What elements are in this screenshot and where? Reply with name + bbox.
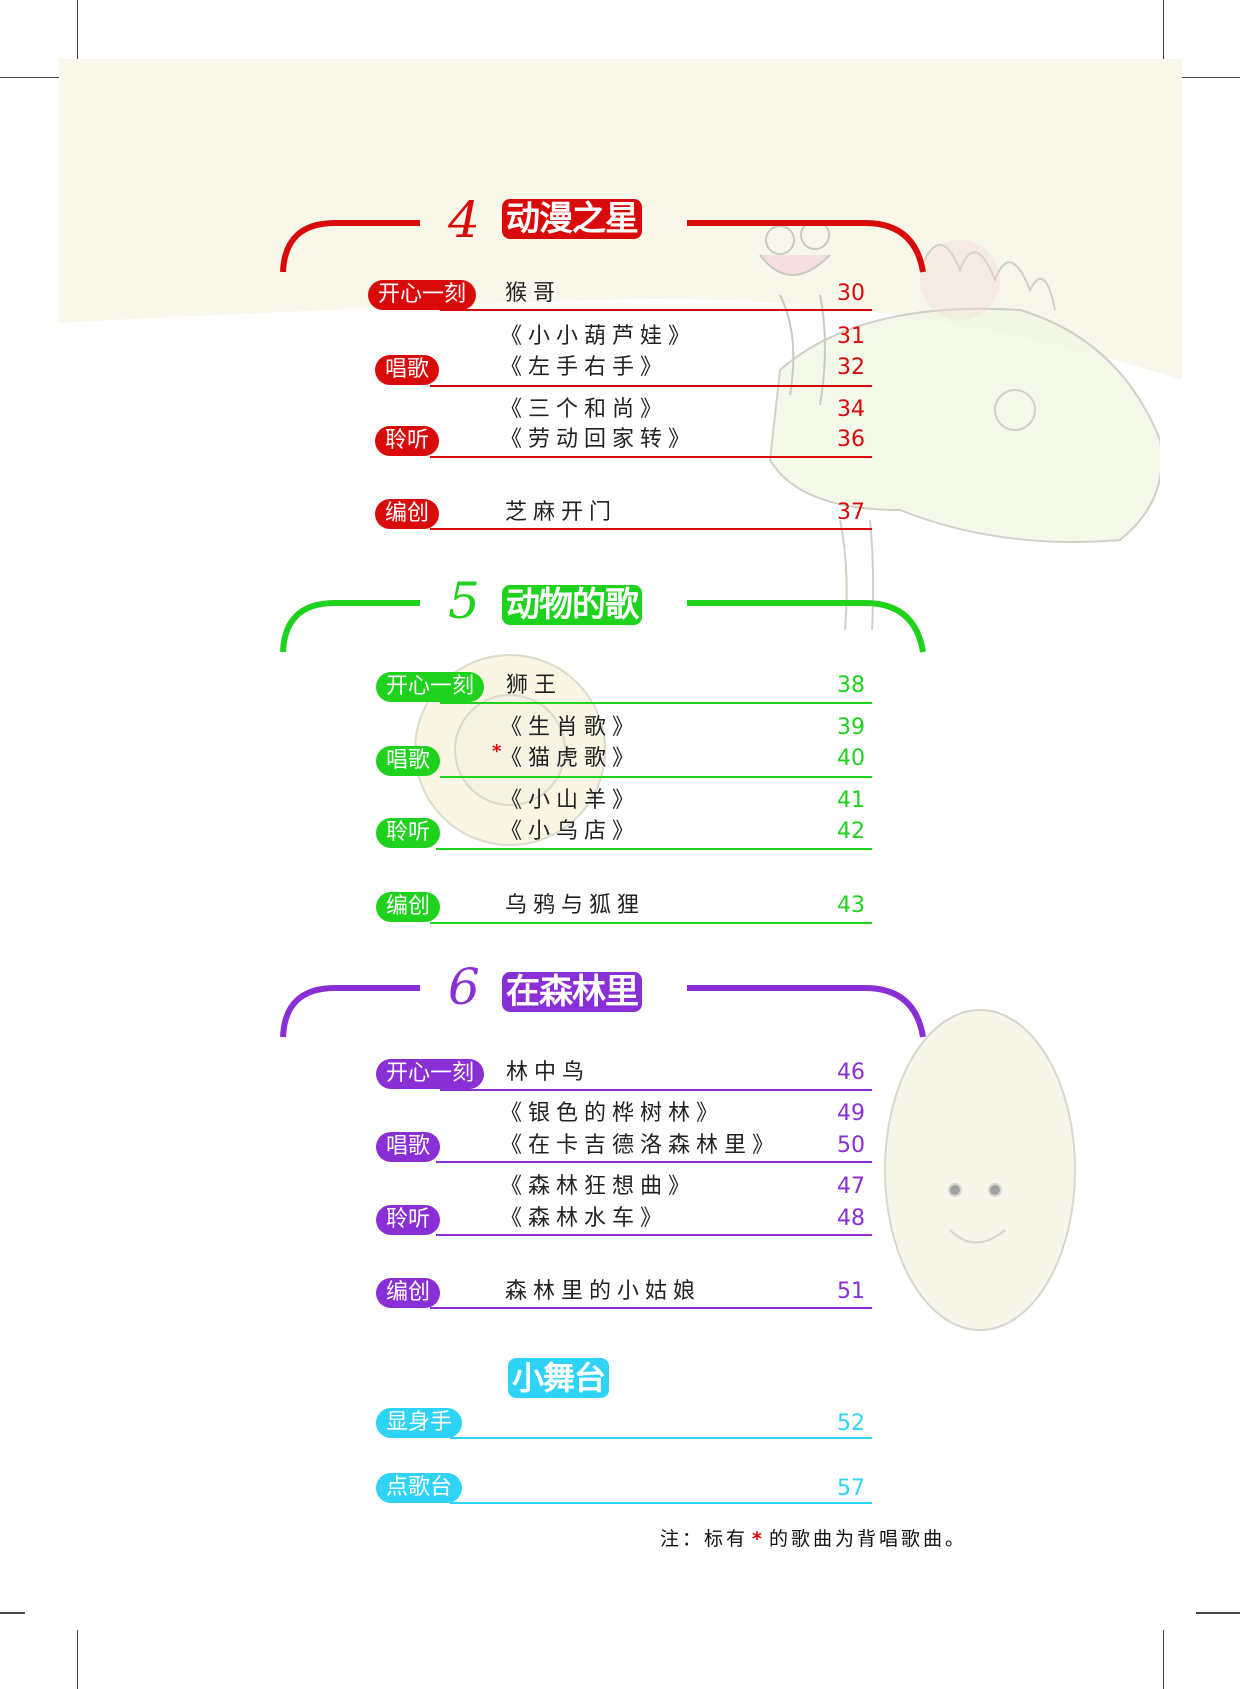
row-divider: [430, 528, 872, 530]
badge-sing: 唱歌: [376, 746, 441, 776]
row-divider: [430, 922, 872, 924]
page-number: 50: [837, 1133, 865, 1158]
page-number: 46: [837, 1060, 865, 1085]
badge-happy-moment: 开心一刻: [376, 1059, 485, 1089]
badge-listen: 聆听: [375, 426, 440, 456]
toc-item[interactable]: 《左手右手》: [500, 355, 669, 380]
page-number: 49: [837, 1101, 865, 1126]
page-number: 37: [837, 500, 865, 525]
toc-item[interactable]: 《森林水车》: [500, 1206, 669, 1231]
crop-mark: [0, 1612, 25, 1614]
badge-show-skill: 显身手: [376, 1408, 463, 1438]
row-divider: [430, 1307, 872, 1309]
unit-header-frame: [280, 220, 926, 273]
page-number: 34: [837, 397, 865, 422]
unit-title: 在森林里: [502, 972, 642, 1012]
toc-item[interactable]: 乌鸦与狐狸: [505, 893, 646, 918]
crop-mark: [1163, 1630, 1164, 1689]
crop-mark: [1196, 1612, 1240, 1614]
crop-mark: [1163, 0, 1164, 59]
footnote-prefix: 注：标有: [660, 1528, 749, 1550]
toc-item[interactable]: 《三个和尚》: [500, 397, 669, 422]
toc-item[interactable]: 芝麻开门: [505, 500, 618, 525]
badge-song-request: 点歌台: [376, 1473, 463, 1503]
row-divider: [440, 309, 872, 311]
footnote: 注：标有*的歌曲为背唱歌曲。: [660, 1524, 967, 1551]
unit-number: 4: [448, 191, 480, 249]
unit-number: 6: [448, 958, 480, 1016]
crop-mark: [0, 77, 59, 78]
badge-compose: 编创: [376, 892, 441, 922]
unit-number: 5: [448, 572, 480, 630]
toc-item[interactable]: 狮王: [506, 673, 563, 698]
toc-item[interactable]: 《小乌店》: [500, 819, 641, 844]
badge-compose: 编创: [375, 499, 440, 529]
page-number: 31: [837, 324, 865, 349]
toc-item[interactable]: 《在卡吉德洛森林里》: [500, 1133, 781, 1158]
row-divider: [440, 776, 872, 778]
memorize-star-icon: *: [492, 741, 502, 762]
page-number: 36: [837, 427, 865, 452]
page-number: 32: [837, 355, 865, 380]
footnote-suffix: 的歌曲为背唱歌曲。: [768, 1528, 967, 1550]
toc-item[interactable]: 猴哥: [505, 281, 562, 306]
page-number: 40: [837, 746, 865, 771]
badge-compose: 编创: [376, 1278, 441, 1308]
badge-sing: 唱歌: [375, 355, 440, 385]
toc-item[interactable]: 《银色的桦树林》: [500, 1101, 725, 1126]
page-number: 30: [837, 281, 865, 306]
badge-happy-moment: 开心一刻: [376, 672, 485, 702]
star-icon: *: [752, 1528, 765, 1550]
badge-sing: 唱歌: [376, 1132, 441, 1162]
row-divider: [430, 456, 872, 458]
row-divider: [450, 1502, 872, 1504]
page-number: 48: [837, 1206, 865, 1231]
page-number: 38: [837, 673, 865, 698]
badge-listen: 聆听: [376, 818, 441, 848]
row-divider: [440, 1089, 872, 1091]
row-divider: [436, 848, 872, 850]
crop-mark: [77, 1630, 78, 1689]
page-number: 39: [837, 715, 865, 740]
page-number: 52: [837, 1411, 865, 1436]
row-divider: [450, 1437, 872, 1439]
toc-item[interactable]: 《猫虎歌》: [500, 746, 641, 771]
row-divider: [436, 1234, 872, 1236]
page-number: 51: [837, 1279, 865, 1304]
toc-item[interactable]: 《小山羊》: [500, 788, 641, 813]
toc-item[interactable]: 《生肖歌》: [500, 715, 641, 740]
row-divider: [440, 702, 872, 704]
unit-header-frame: [280, 985, 926, 1038]
corn-character-illustration: [884, 1009, 1076, 1331]
toc-item[interactable]: 《小小葫芦娃》: [500, 324, 697, 349]
row-divider: [436, 1161, 872, 1163]
unit-title: 动漫之星: [502, 199, 642, 239]
badge-listen: 聆听: [376, 1205, 441, 1235]
badge-happy-moment: 开心一刻: [368, 280, 477, 310]
stage-title: 小舞台: [508, 1358, 610, 1398]
unit-header-frame: [280, 600, 926, 653]
toc-item[interactable]: 《劳动回家转》: [500, 427, 697, 452]
page-number: 57: [837, 1476, 865, 1501]
toc-item[interactable]: 《森林狂想曲》: [500, 1174, 697, 1199]
page-number: 42: [837, 819, 865, 844]
toc-item[interactable]: 林中鸟: [506, 1060, 591, 1085]
unit-title: 动物的歌: [502, 585, 642, 625]
page-number: 47: [837, 1174, 865, 1199]
toc-item[interactable]: 森林里的小姑娘: [505, 1279, 702, 1304]
page-number: 41: [837, 788, 865, 813]
row-divider: [430, 385, 872, 387]
crop-mark: [77, 0, 78, 59]
crop-mark: [1181, 77, 1240, 78]
page-number: 43: [837, 893, 865, 918]
